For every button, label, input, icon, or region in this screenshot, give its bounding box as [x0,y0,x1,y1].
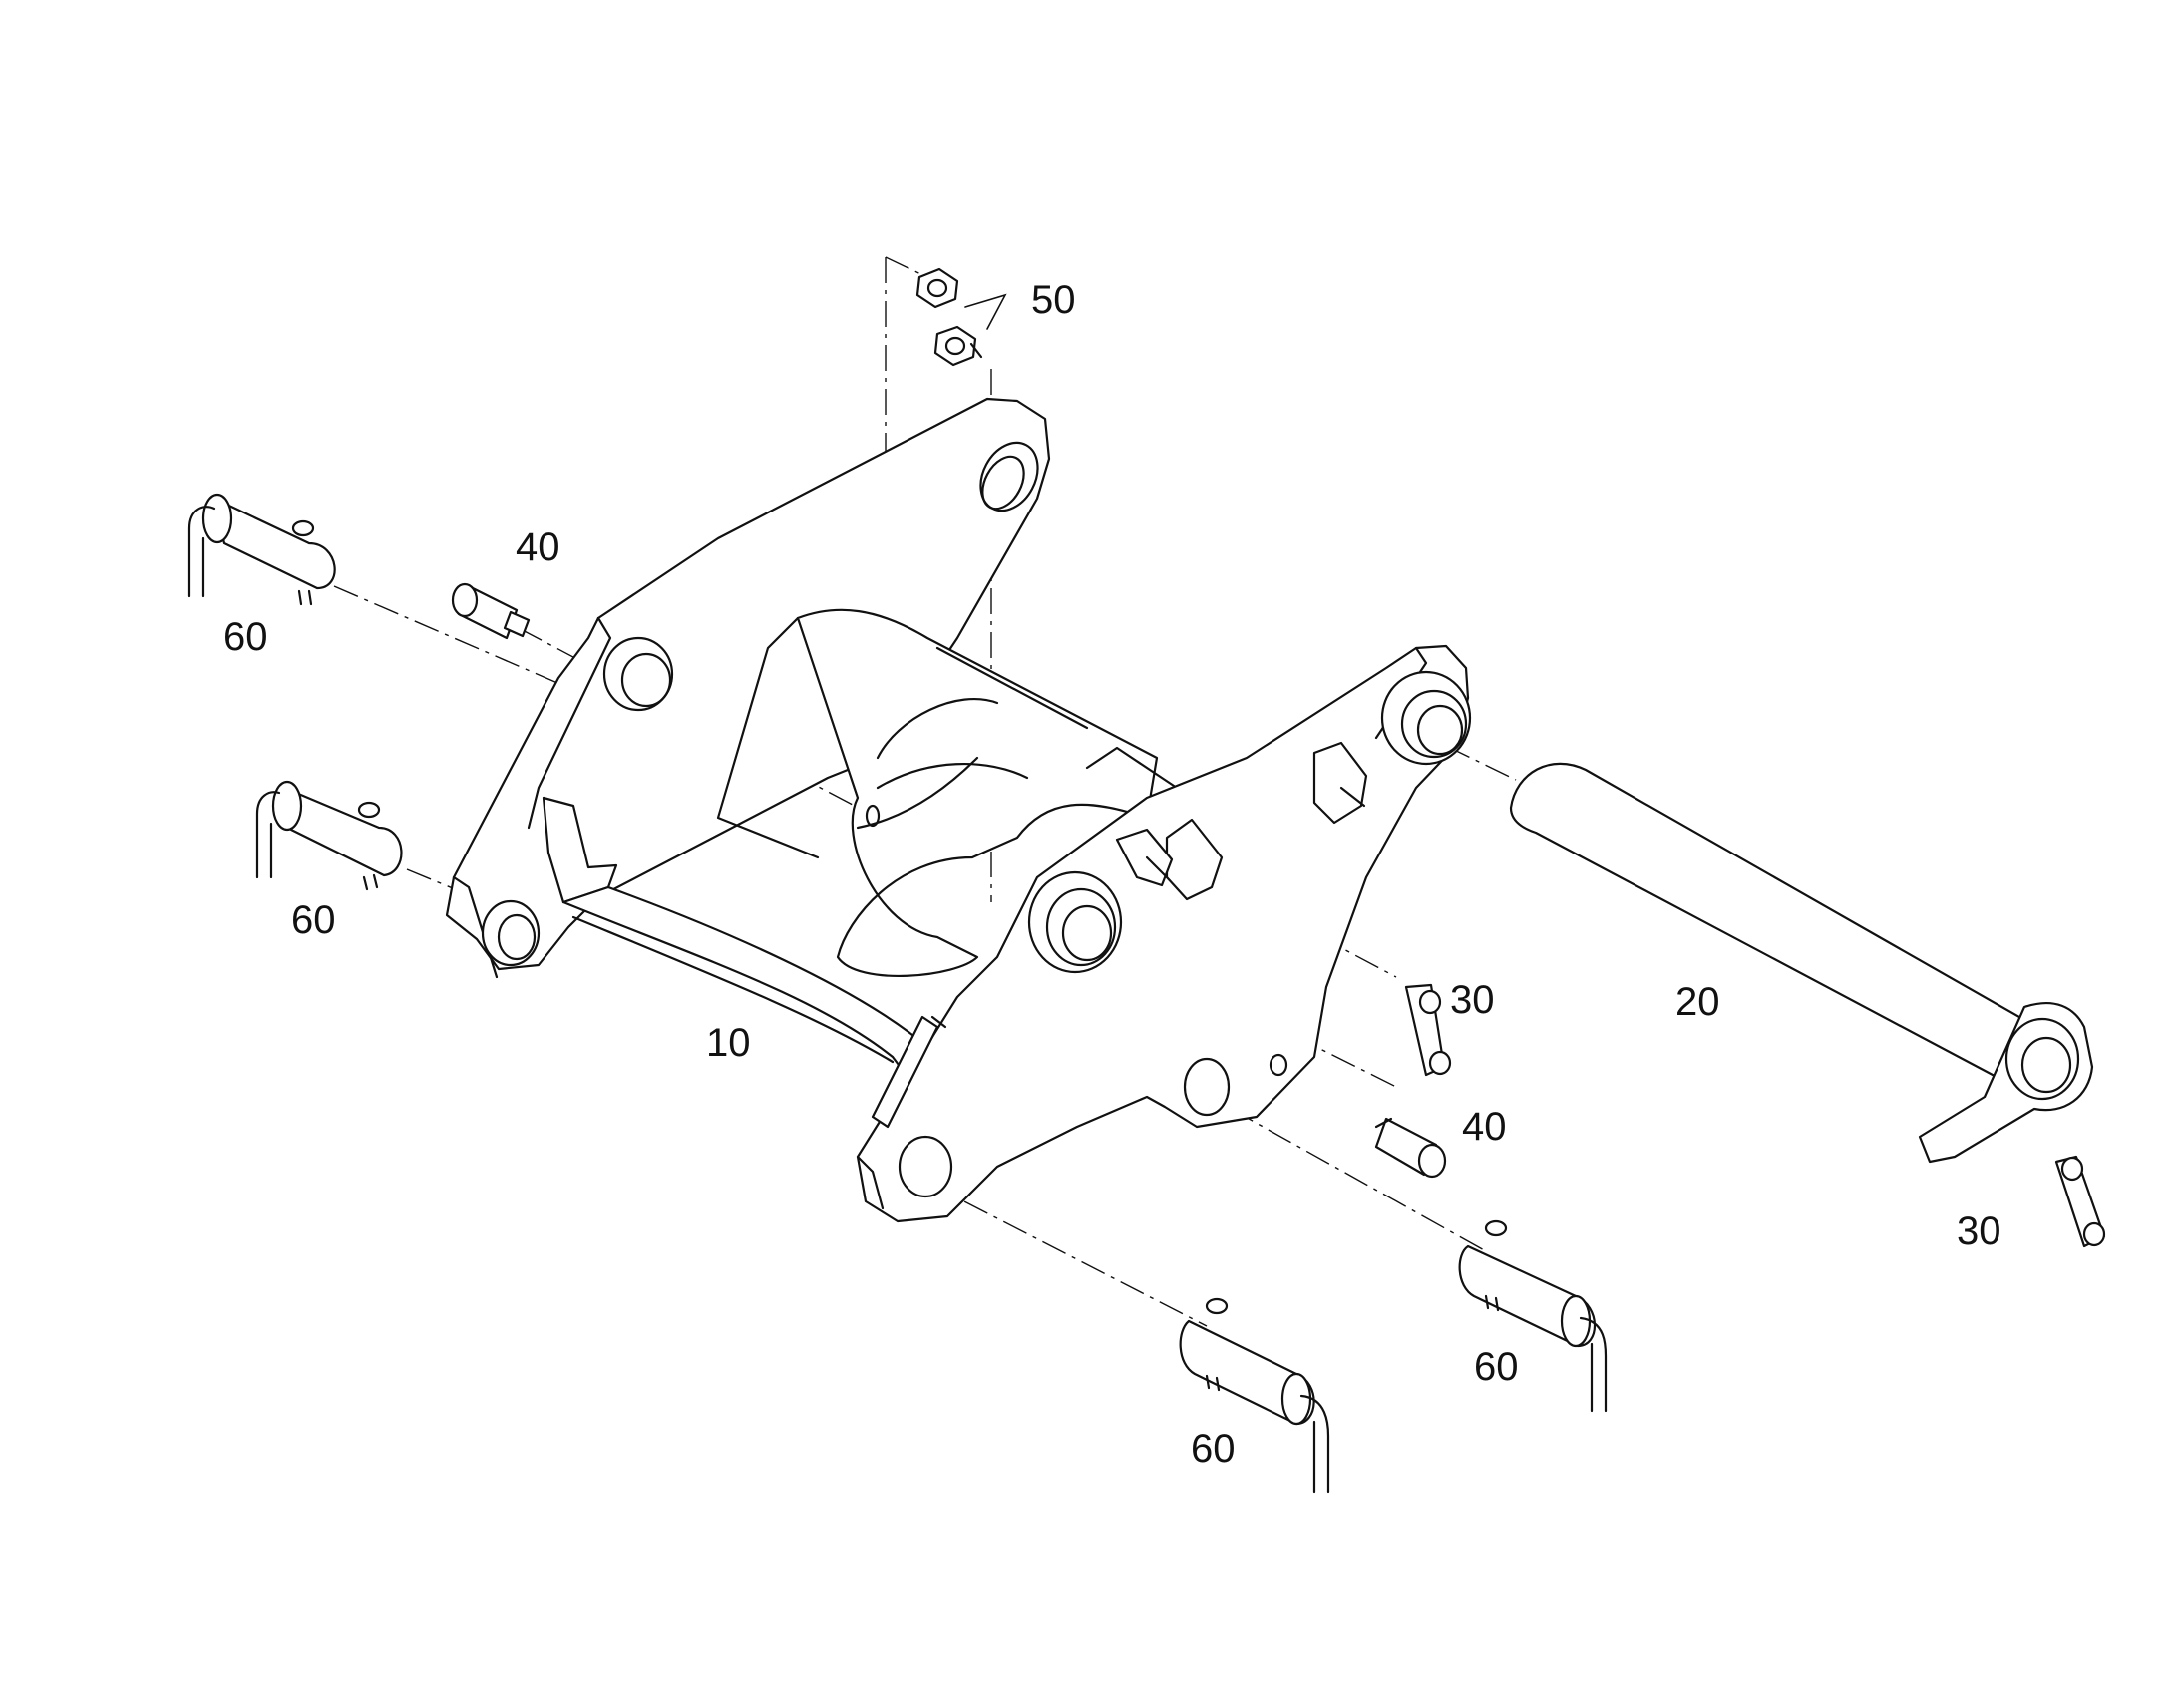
lock-plate-b [2054,1155,2106,1248]
callouts: 50 40 60 60 10 30 20 40 30 60 60 [223,278,2001,1471]
callout-pin-a: 60 [223,615,268,659]
locking-pin-d [1179,1297,1330,1494]
callout-lock-plate-b: 30 [1957,1209,2001,1253]
nuts-part [915,267,1007,367]
callout-main-pin: 20 [1675,980,1720,1024]
locking-pin-b [255,780,403,891]
callout-bolt-b: 40 [1462,1105,1507,1149]
lock-plate-a [1404,983,1452,1077]
callout-pin-b: 60 [291,898,336,942]
callout-bolt-a: 40 [516,525,560,569]
callout-frame: 10 [706,1021,751,1065]
callout-lock-plate-a: 30 [1450,978,1495,1022]
bolt-a [451,582,531,640]
locking-pin-a [187,493,336,606]
frame-part [445,397,1472,1223]
callout-nuts: 50 [1031,278,1076,322]
bolt-b [1374,1117,1447,1179]
main-pin-part [1509,762,2094,1164]
callout-pin-d: 60 [1191,1427,1236,1471]
locking-pin-c [1458,1219,1608,1413]
callout-pin-c: 60 [1474,1345,1519,1389]
